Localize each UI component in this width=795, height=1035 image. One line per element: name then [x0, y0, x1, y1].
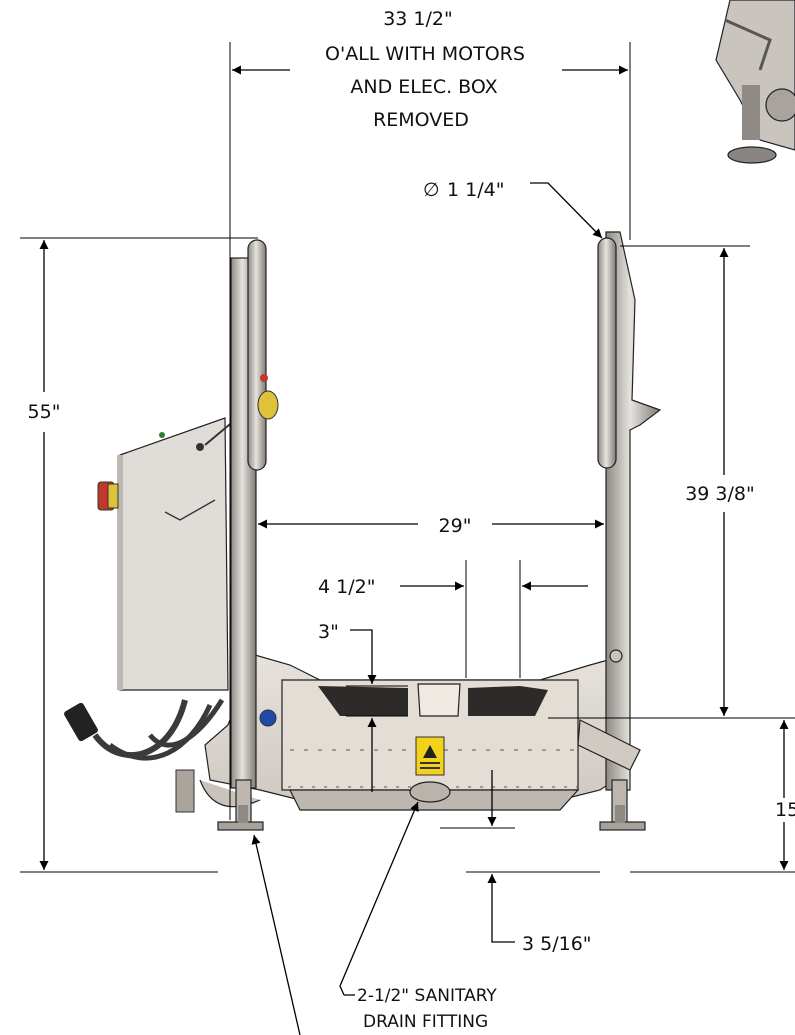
perspective-thumbnail [715, 0, 795, 164]
foot-leader [251, 834, 301, 1035]
trough-depth-value: 3" [318, 621, 339, 643]
callout-drain-fitting: 2-1/2" SANITARY DRAIN FITTING [339, 801, 497, 1032]
drain-fitting-line-1: 2-1/2" SANITARY [357, 986, 497, 1006]
left-upright [230, 239, 279, 826]
drain-fitting-line-2: DRAIN FITTING [363, 1012, 488, 1032]
machine-body [199, 654, 631, 811]
upright-height-value: 39 3/8" [685, 483, 755, 505]
base-height-value: 15 [775, 799, 795, 821]
gap-width-value: 4 1/2" [318, 576, 375, 598]
dimension-inner-width: 29" [258, 515, 604, 537]
dimension-gap-width: 4 1/2" [318, 560, 588, 678]
dimension-handle-diameter: ∅ 1 1/4" [423, 179, 603, 239]
overall-width-note-line-2: AND ELEC. BOX [350, 76, 497, 98]
overall-width-note-line-1: O'ALL WITH MOTORS [325, 43, 525, 65]
handle-diameter-value: 1 1/4" [447, 179, 504, 201]
dimension-overall-width: 33 1/2" O'ALL WITH MOTORS AND ELEC. BOX … [229, 8, 631, 820]
dimension-overall-height: 55" [20, 237, 258, 873]
diameter-symbol: ∅ [423, 179, 440, 201]
right-upright [577, 231, 662, 826]
dimension-trough-depth: 3" [318, 621, 408, 792]
dimension-upright-height: 39 3/8" [548, 245, 795, 719]
electrical-box [97, 417, 236, 691]
dimension-foot-clearance: 3 5/16" [440, 770, 600, 955]
foot-clearance-value: 3 5/16" [522, 933, 592, 955]
overall-width-value: 33 1/2" [383, 8, 453, 30]
dimension-base-height: 15 [630, 720, 795, 873]
overall-height-value: 55" [28, 401, 61, 423]
feet [217, 805, 646, 831]
cables [64, 698, 277, 813]
inner-width-value: 29" [439, 515, 472, 537]
overall-width-note-line-3: REMOVED [373, 109, 469, 131]
